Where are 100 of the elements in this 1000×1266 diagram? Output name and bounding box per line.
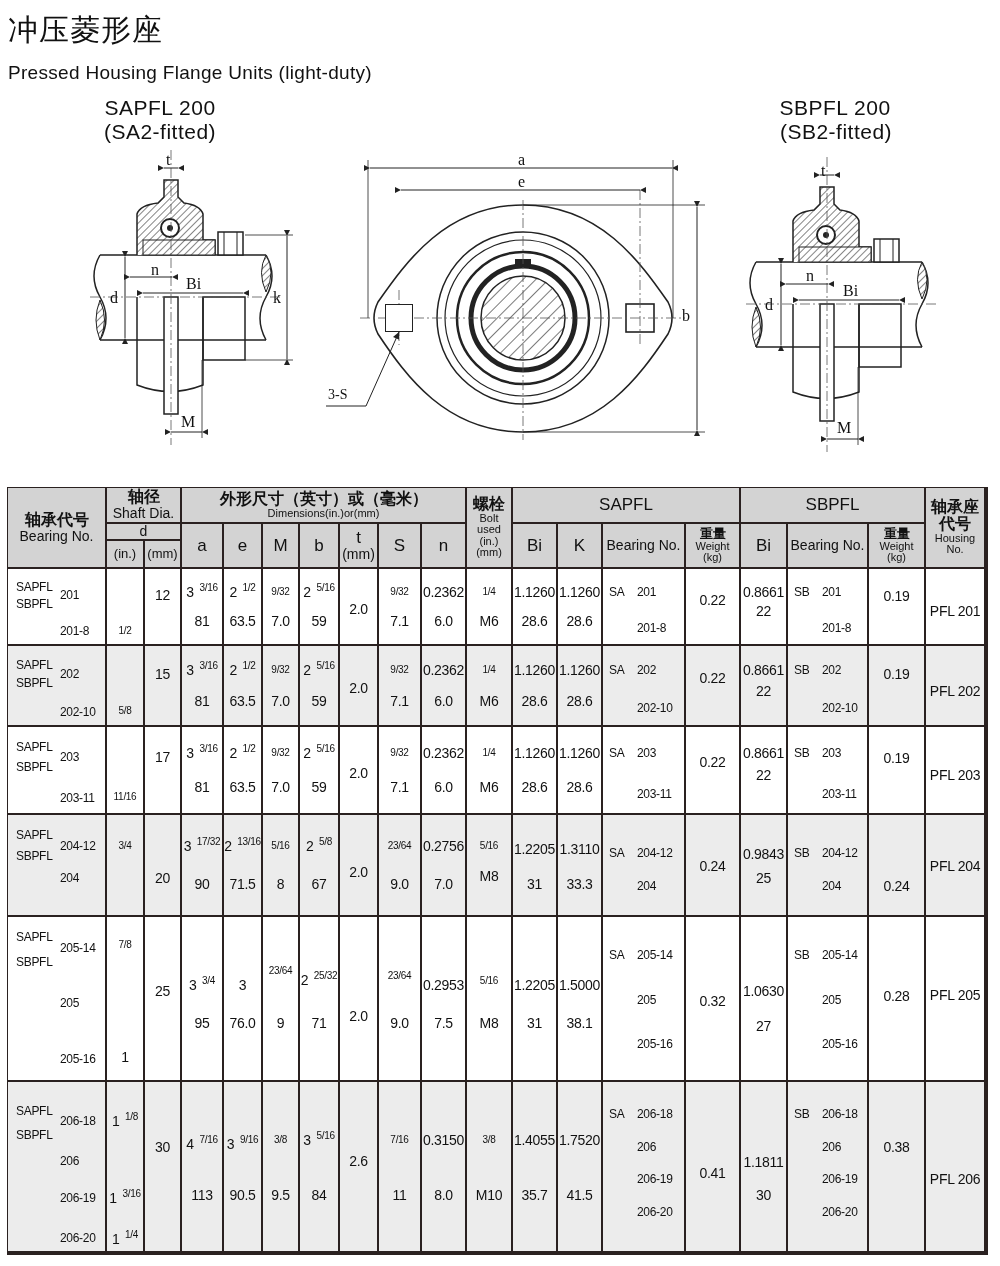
dimension-label: n: [806, 268, 814, 284]
header-text: Shaft Dia.: [112, 506, 175, 521]
dimension-label: M: [181, 414, 196, 430]
cell-text: 2 $^{25/32}$: [300, 972, 338, 987]
cell-text: 204-12: [637, 846, 673, 859]
cell-text: 0.2362: [423, 746, 464, 761]
cell-text: 0.9843: [743, 846, 784, 861]
cell-text: 2 $^{1/2}$: [229, 663, 256, 678]
dimension-label: t: [166, 152, 171, 168]
cell-text: SA: [609, 664, 625, 677]
cell-text: 202-10: [637, 701, 673, 714]
cell-text: 0.38: [883, 1139, 910, 1154]
dimension-label: d: [765, 297, 773, 313]
header-text: 重量: [883, 527, 910, 541]
cell-text: 31: [527, 877, 542, 892]
dimension-label: n: [151, 262, 159, 278]
cell-text: 23/64: [268, 966, 293, 977]
cell-text: 113: [191, 1187, 213, 1202]
cell-text: 2.0: [349, 602, 368, 617]
cell-text: 7.0: [271, 779, 290, 794]
cell-text: 1/4: [482, 587, 496, 598]
cell-text: 63.5: [229, 614, 256, 629]
cell-text: M6: [479, 694, 499, 709]
cell-text: 0.2362: [423, 663, 464, 678]
cell-text: 0.41: [699, 1165, 726, 1180]
cell-text: 9/32: [390, 665, 409, 676]
cell-text: M8: [479, 1015, 499, 1030]
header-text: 重量: [699, 527, 726, 541]
cell-text: 3: [238, 977, 247, 992]
cell-text: 3/8: [274, 1135, 287, 1146]
cell-text: PFL 202: [929, 683, 981, 698]
header-text: Bi: [755, 536, 772, 555]
header-text: e: [237, 536, 248, 555]
cell-text: 1.1260: [514, 663, 555, 678]
cell-text: 9/32: [271, 748, 290, 759]
cell-text: 0.2756: [423, 838, 464, 853]
cell-text: 3 $^{3/16}$: [186, 663, 218, 678]
cell-text: 206-20: [822, 1205, 858, 1218]
cell-text: 5/16: [271, 840, 290, 851]
cell-text: 38.1: [566, 1015, 593, 1030]
cell-text: 1: [121, 1050, 129, 1065]
cell-text: 3/8: [482, 1135, 496, 1146]
cell-text: 5/16: [479, 840, 499, 851]
cell-text: SBPFL: [16, 598, 53, 611]
cell-text: 28.6: [566, 779, 593, 794]
cell-text: 201: [822, 586, 842, 599]
cell-text: 206: [637, 1140, 657, 1153]
cell-text: 22: [756, 683, 771, 698]
cell-text: 7.1: [390, 614, 409, 629]
cell-text: 25: [155, 984, 170, 999]
cell-text: 204-12: [60, 839, 96, 852]
cell-text: 201: [637, 586, 657, 599]
cell-text: 201: [60, 589, 80, 602]
header-text: Housing No.: [933, 532, 977, 556]
cell-text: 0.3150: [423, 1133, 464, 1148]
cell-text: 206-20: [637, 1205, 673, 1218]
subtitle: Pressed Housing Flange Units (light-duty): [8, 62, 372, 84]
cell-text: 205: [60, 996, 80, 1009]
dimension-label: k: [273, 290, 281, 306]
cell-text: 204: [60, 872, 80, 885]
cell-text: 201-8: [60, 625, 90, 638]
cell-text: 2 $^{13/16}$: [224, 838, 261, 853]
cell-text: 202-10: [60, 705, 96, 718]
view-title: SAPFL 200: [104, 96, 216, 120]
view-title: SBPFL 200: [779, 96, 891, 120]
cell-text: 22: [756, 768, 771, 783]
cell-text: 6.0: [434, 779, 453, 794]
cell-text: 7.0: [434, 877, 453, 892]
dimension-label: e: [518, 174, 526, 190]
cell-text: 205: [637, 993, 657, 1006]
cell-text: 7/8: [118, 940, 132, 951]
cell-text: 205-14: [822, 948, 858, 961]
cell-text: SAPFL: [16, 1105, 53, 1118]
cell-text: 27: [756, 1018, 771, 1033]
header-text: K: [573, 536, 586, 555]
cell-text: 1.0630: [743, 984, 784, 999]
cell-text: 1.1260: [559, 585, 600, 600]
cell-text: 59: [311, 614, 327, 629]
cell-text: PFL 201: [929, 604, 981, 619]
cell-text: 17: [155, 749, 170, 764]
cell-text: 1/4: [482, 748, 496, 759]
cell-text: 0.24: [883, 879, 910, 894]
cell-text: 1 $^{1/4}$: [111, 1232, 139, 1247]
view-title: (SA2-fitted): [103, 120, 217, 144]
cell-text: 1.2205: [514, 977, 555, 992]
cell-text: SB: [794, 948, 810, 961]
cell-text: 8.0: [434, 1187, 453, 1202]
cell-text: 0.19: [883, 667, 910, 682]
cell-text: 8: [276, 877, 285, 892]
cell-text: 4 $^{7/16}$: [186, 1136, 218, 1151]
cell-text: 81: [194, 614, 210, 629]
cell-text: 203-11: [822, 787, 857, 800]
cell-text: 7.0: [271, 694, 290, 709]
cell-text: 84: [311, 1187, 327, 1202]
cell-text: 206-19: [637, 1173, 673, 1186]
cell-text: 206: [822, 1140, 842, 1153]
cell-text: 202-10: [822, 701, 858, 714]
cell-text: 22: [756, 604, 771, 619]
cell-text: 6.0: [434, 694, 453, 709]
header-text: d: [139, 524, 148, 539]
